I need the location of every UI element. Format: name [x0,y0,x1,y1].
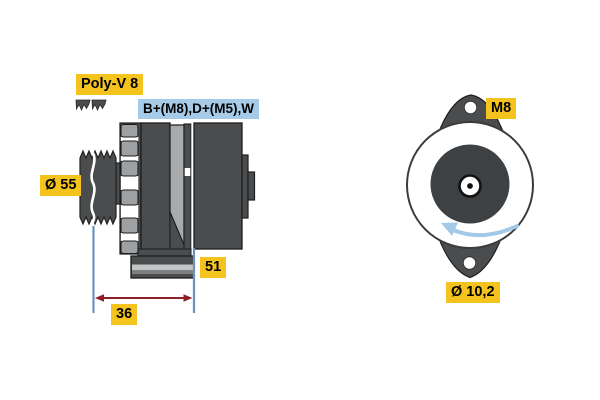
foot-stripe-light [132,264,193,270]
top-mounting-hole [463,100,478,115]
fin-gaps [120,137,139,241]
rear-block [241,154,249,219]
foot-stripe-mid [132,270,193,274]
rear-housing [193,122,243,250]
fin-blocks [120,123,139,255]
foot-dimension-label: 51 [200,257,227,278]
bottom-mounting-hole [462,256,477,270]
counterclockwise-rotation-arrow-icon [441,222,519,238]
pulley-diameter-label: Ø 55 [40,175,82,196]
alternator-side-view [79,122,256,313]
rear-terminal-stub [247,171,256,201]
mount-thread-label: M8 [486,98,517,119]
front-housing [140,122,171,253]
shaft-center-dot [467,183,473,189]
pulley-type-label: Poly-V 8 [76,74,144,95]
pulley [79,149,117,226]
housing-rib [183,123,192,251]
housing-rib-notch [184,168,191,176]
terminals-label: B+(M8),D+(M5),W [138,99,259,119]
pulley-break-line [90,151,96,224]
offset-dimension-label: 36 [111,304,138,325]
alternator-rear-view [406,94,534,279]
hole-diameter-label: Ø 10,2 [446,282,500,303]
dimension-arrow-36 [95,294,193,302]
poly-v-belt-cross-section-icon [75,99,107,111]
dimension-lines [92,226,196,313]
housing-gap [191,123,195,250]
